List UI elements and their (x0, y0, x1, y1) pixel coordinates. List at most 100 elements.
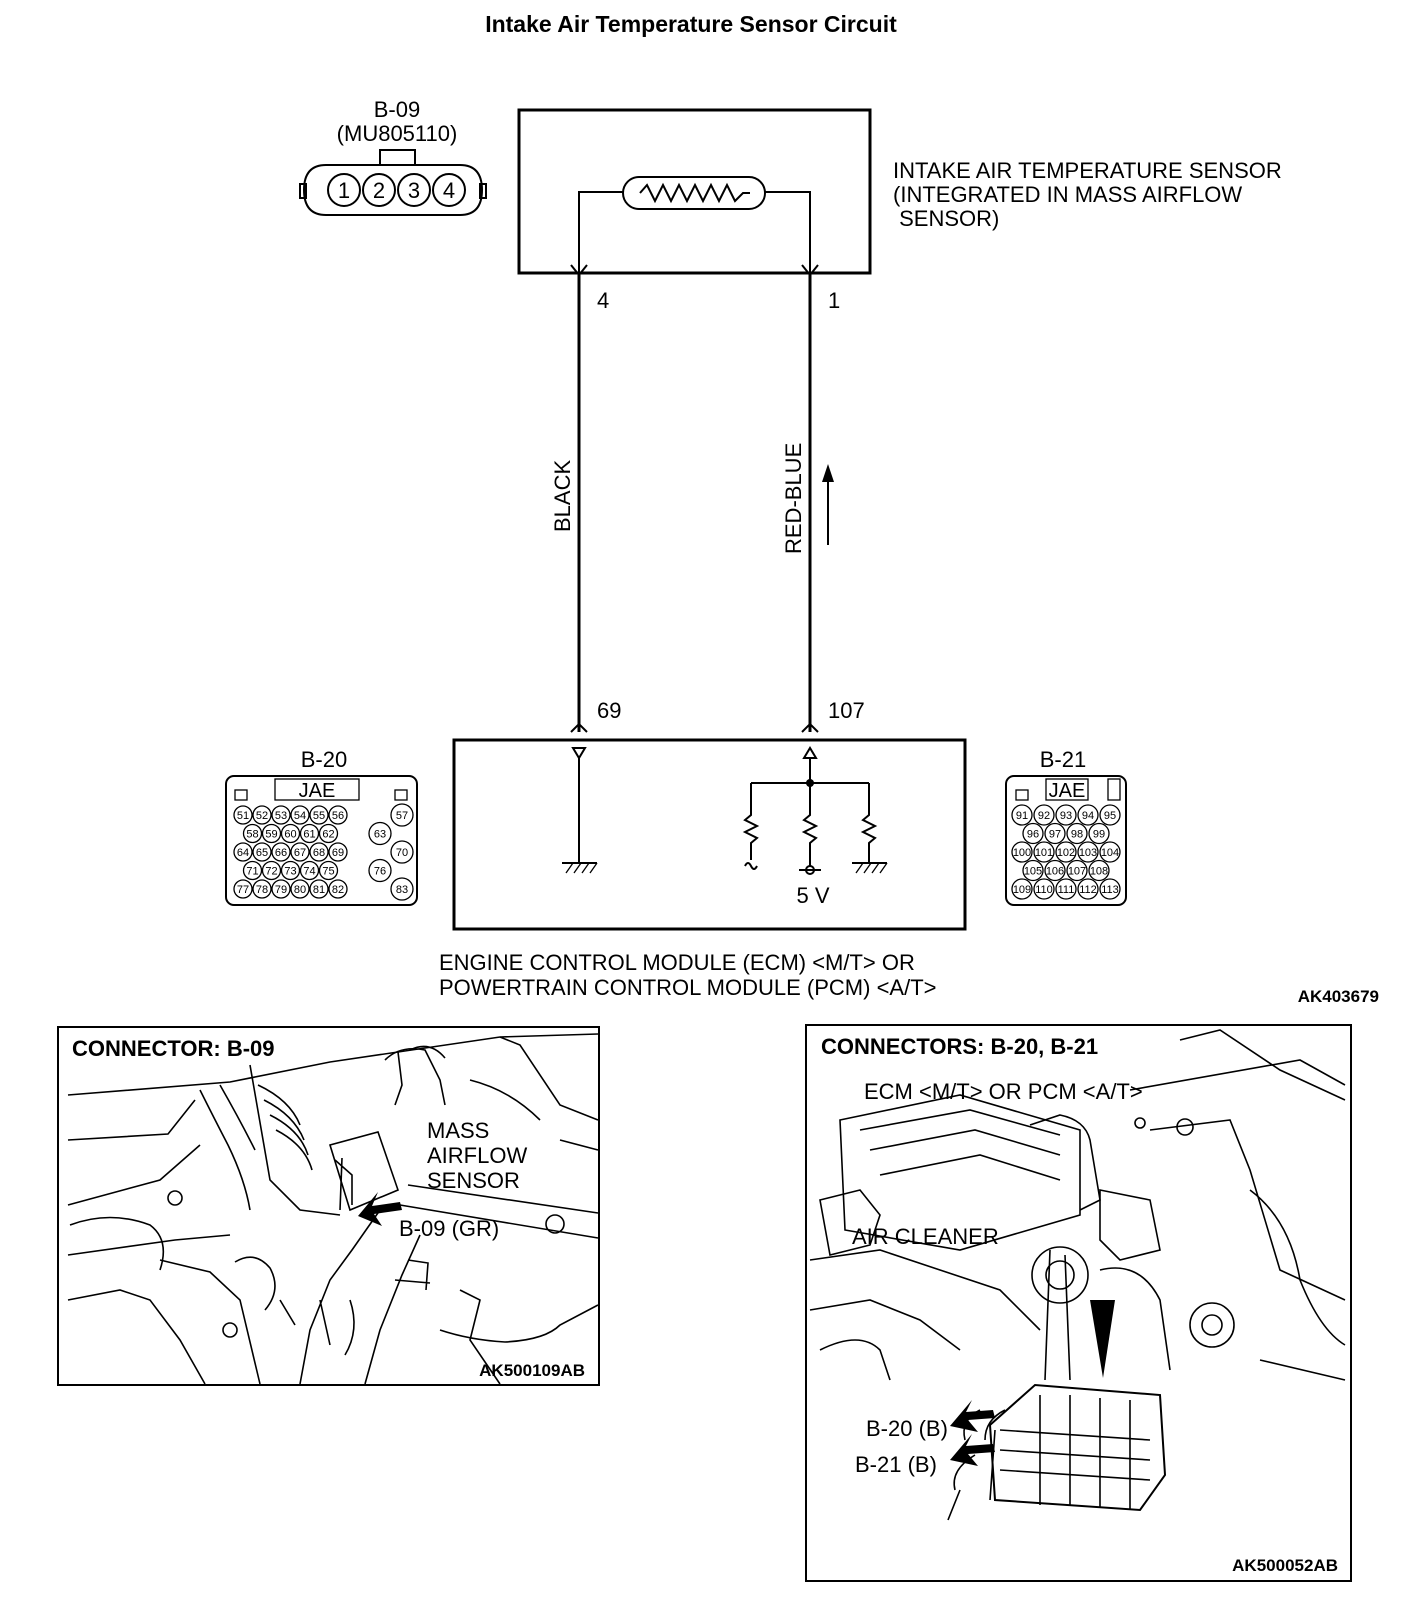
b20-pin-79: 79 (275, 884, 287, 896)
b21-pin-106-cavity (1044, 859, 1066, 882)
b20-pin-69: 69 (332, 847, 344, 859)
sensor-pin-left: 4 (597, 288, 609, 313)
b21-pin-109-cavity (1011, 878, 1033, 900)
b20-pin-52-cavity (252, 805, 272, 825)
b20-pin-79-cavity (271, 879, 291, 899)
b20-pin-78: 78 (256, 884, 268, 896)
b20-pin-71-cavity (242, 860, 263, 881)
b21-pin-98: 98 (1071, 829, 1083, 841)
b20-pin-63-cavity (368, 821, 392, 846)
b21-pin-100-cavity (1011, 841, 1033, 863)
b21-pin-104: 104 (1101, 847, 1119, 859)
b21-pin-91: 91 (1016, 810, 1028, 822)
b20-pin-66: 66 (275, 847, 287, 859)
b21-pin-113: 113 (1101, 884, 1119, 896)
b20-pin-67: 67 (294, 847, 306, 859)
b09-pin-2: 2 (373, 178, 385, 203)
black-wire-label: BLACK (550, 460, 575, 532)
b21-pin-102-cavity (1055, 841, 1077, 863)
b21-maker: JAE (1049, 780, 1086, 802)
b21-connector-id: B-21 (1040, 747, 1086, 772)
sensor-label-line2: (INTEGRATED IN MASS AIRFLOW (893, 182, 1242, 207)
b21-pin-100: 100 (1013, 847, 1031, 859)
b21-pin-103: 103 (1079, 847, 1097, 859)
ecm-voltage: 5 V (796, 883, 829, 908)
inset-b09-label-line2: AIRFLOW (427, 1143, 527, 1168)
b21-pin-97-cavity (1044, 822, 1066, 845)
inset-connector-b09 (57, 1026, 600, 1386)
b09-pin-3: 3 (408, 178, 420, 203)
b21-pin-96: 96 (1027, 829, 1039, 841)
b20-pin-57-cavity (390, 803, 414, 827)
b21-pin-113-cavity (1099, 878, 1121, 900)
b21-pin-107: 107 (1068, 866, 1086, 878)
b21-pin-111-cavity (1055, 878, 1077, 900)
b20-pin-73: 73 (284, 866, 296, 878)
b21-pin-91-cavity (1011, 804, 1033, 826)
b20-pin-80-cavity (290, 879, 310, 899)
b20-pin-58: 58 (246, 829, 258, 841)
b21-pin-109: 109 (1013, 884, 1031, 896)
ecm-pin-left: 69 (597, 698, 621, 723)
b21-pin-104-cavity (1099, 841, 1121, 863)
b21-pin-106: 106 (1046, 866, 1064, 878)
diagram-code: AK403679 (1298, 987, 1379, 1006)
b20-pin-64-cavity (233, 842, 253, 862)
b20-pin-65: 65 (256, 847, 268, 859)
b20-pin-75-cavity (318, 860, 339, 881)
b09-part-number: (MU805110) (337, 121, 458, 146)
b21-pin-105-cavity (1022, 859, 1044, 882)
b20-pin-62-cavity (318, 823, 339, 844)
b20-pin-62: 62 (322, 829, 334, 841)
b20-pin-53: 53 (275, 810, 287, 822)
red-blue-wire-label: RED-BLUE (781, 443, 806, 554)
b21-pin-108-cavity (1088, 859, 1110, 882)
b21-pin-103-cavity (1077, 841, 1099, 863)
b20-pin-81-cavity (309, 879, 329, 899)
b20-pin-78-cavity (252, 879, 272, 899)
inset-b20-pointer-label: B-20 (B) (866, 1416, 948, 1441)
b09-pin-4: 4 (443, 178, 455, 203)
inset-b09-label-line1: MASS (427, 1118, 489, 1143)
b21-pin-112-cavity (1077, 878, 1099, 900)
b20-pin-54-cavity (290, 805, 310, 825)
b20-pin-59-cavity (261, 823, 282, 844)
b09-pin-1: 1 (338, 178, 350, 203)
b20-maker: JAE (299, 780, 336, 802)
b20-pin-81: 81 (313, 884, 325, 896)
b21-pin-94: 94 (1082, 810, 1094, 822)
b21-pin-105: 105 (1024, 866, 1042, 878)
b21-pin-98-cavity (1066, 822, 1088, 845)
b09-connector-face: 1 2 3 4 (299, 149, 487, 216)
b20-pin-69-cavity (328, 842, 348, 862)
ecm-module (452, 722, 967, 931)
b21-pin-101-cavity (1033, 841, 1055, 863)
b21-pin-111: 111 (1058, 884, 1075, 896)
inset-module-label: ECM <M/T> OR PCM <A/T> (864, 1079, 1143, 1104)
b21-pin-95-cavity (1099, 804, 1121, 826)
b20-pin-76-cavity (368, 858, 392, 883)
b21-pin-99-cavity (1088, 822, 1110, 845)
b20-pin-56-cavity (328, 805, 348, 825)
b20-pin-74: 74 (303, 866, 315, 878)
b21-pin-110-cavity (1033, 878, 1055, 900)
ecm-pin-right: 107 (828, 698, 865, 723)
b21-pin-94-cavity (1077, 804, 1099, 826)
b20-pin-60-cavity (280, 823, 301, 844)
b20-pin-77-cavity (233, 879, 253, 899)
b21-pin-97: 97 (1049, 829, 1061, 841)
b21-pin-102: 102 (1057, 847, 1075, 859)
b20-pin-53-cavity (271, 805, 291, 825)
sensor-pin-right: 1 (828, 288, 840, 313)
b20-pin-72: 72 (265, 866, 277, 878)
b21-pin-95: 95 (1104, 810, 1116, 822)
b20-pin-71: 71 (246, 866, 258, 878)
b21-pin-110: 110 (1035, 884, 1053, 896)
inset-b20-b21-code: AK500052AB (1232, 1556, 1338, 1575)
b20-pin-70-cavity (390, 840, 414, 864)
b20-pin-83-cavity (390, 877, 414, 901)
b21-pin-92: 92 (1038, 810, 1050, 822)
